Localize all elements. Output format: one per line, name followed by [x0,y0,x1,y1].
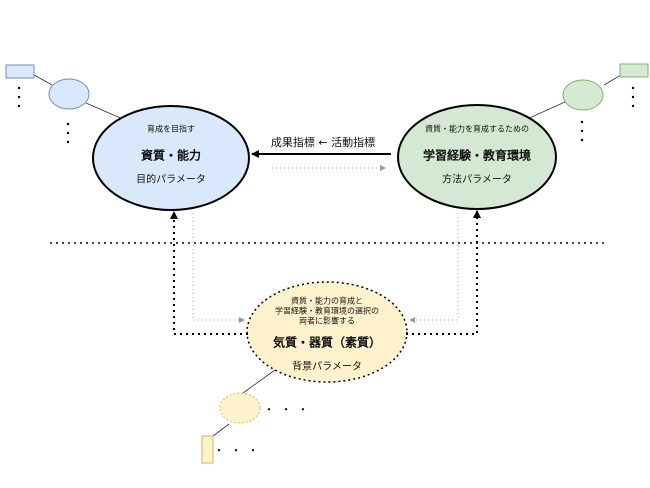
left-node-param: 目的パラメータ [136,174,206,186]
ellipsis-bottom-ellipse: ・・・ [263,403,315,416]
left-small-box [5,64,35,79]
left-main-ellipse [92,105,250,211]
connector-left-box [33,74,53,86]
left-node-title: 資質・能力 [140,148,202,163]
vdots-right-ellipse [580,120,584,142]
connector-bottom-small [242,369,276,394]
influence-arrow-right [406,210,481,335]
right-main-ellipse [397,104,557,210]
connector-bottom-box [212,423,230,437]
left-node-caption: 育成を目指す [147,124,195,134]
influence-arrow-left [170,211,248,335]
outcome-activity-label: 成果指標 ← 活動指標 [270,136,376,149]
right-node-param: 方法パラメータ [442,174,512,186]
vdots-left-ellipse [66,122,70,144]
right-small-ellipse [562,79,604,111]
vdots-left-box [17,86,21,108]
connector-left-small [85,102,126,121]
bottom-node-title: 気質・器質（素質） [272,335,382,350]
connector-right-box [603,74,622,86]
faint-arrow-from-left [192,213,245,323]
left-small-ellipse [48,78,90,110]
vdots-right-box [631,86,635,108]
bottom-small-box [201,435,214,464]
ellipsis-bottom-box: ・・・ [213,444,265,457]
bottom-small-ellipse [219,392,261,424]
connector-right-small [524,101,566,121]
right-node-caption: 資質・能力を育成するための [425,124,529,134]
right-node-title: 学習経験・教育環境 [422,148,532,163]
right-small-box [619,63,649,78]
faint-arrow-from-right [409,213,459,323]
bottom-node-caption-line-1: 資質・能力の育成と [291,296,363,306]
bottom-node-caption-line-3: 両者に影響する [299,316,355,326]
bottom-node-caption-line-2: 学習経験・教育環境の選択の [275,306,379,316]
bottom-node-param: 背景パラメータ [292,361,362,373]
bottom-main-ellipse [246,281,408,383]
